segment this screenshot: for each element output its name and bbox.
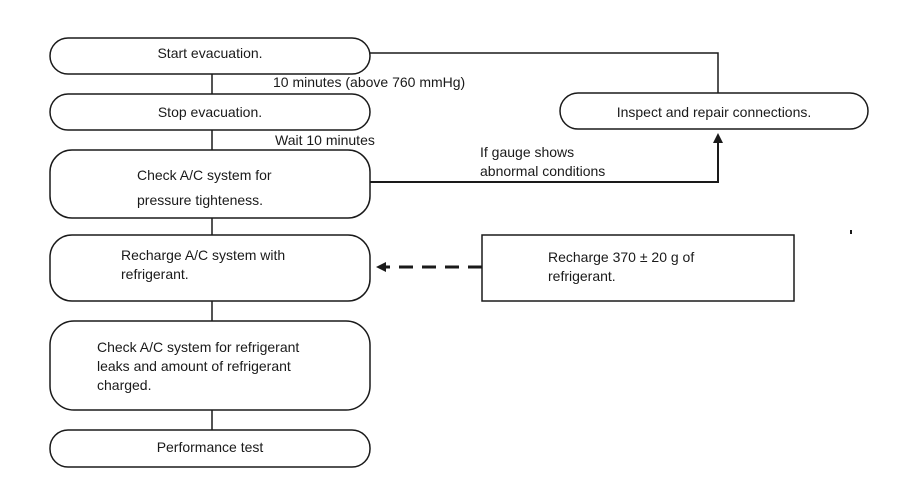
- evacuation-time-label: 10 minutes (above 760 mmHg): [273, 74, 466, 90]
- stop-evacuation-label: Stop evacuation.: [157, 104, 263, 120]
- box-start-evacuation: [49, 37, 371, 75]
- box-inspect-repair: [559, 92, 869, 130]
- box-stop-evacuation: [49, 93, 371, 131]
- abnormal-conditions-label: If gauge shows abnormal conditions: [480, 143, 605, 181]
- box-performance-test: [49, 429, 371, 468]
- recharge-line-1: Recharge A/C system with: [121, 247, 286, 263]
- recharge-amount-line-1: Recharge 370 ± 20 g of: [548, 249, 695, 265]
- check-leaks-label: Check A/C system for refrigerant leaks a…: [97, 338, 299, 395]
- arrow-abnormal-to-inspect: [370, 133, 723, 183]
- box-check-leaks: [49, 320, 371, 411]
- check-pressure-line-2: pressure tighteness.: [137, 192, 264, 208]
- box-check-pressure: [49, 149, 371, 219]
- check-leaks-line-3: charged.: [97, 377, 152, 393]
- performance-test-label: Performance test: [156, 439, 264, 455]
- start-evacuation-label: Start evacuation.: [157, 45, 263, 61]
- recharge-line-2: refrigerant.: [121, 266, 189, 282]
- check-leaks-line-1: Check A/C system for refrigerant: [97, 339, 300, 355]
- recharge-amount-note-label: Recharge 370 ± 20 g of refrigerant.: [548, 248, 694, 286]
- inspect-repair-label: Inspect and repair connections.: [616, 104, 812, 120]
- wait-label: Wait 10 minutes: [275, 132, 375, 148]
- abnormal-line-2: abnormal conditions: [480, 163, 606, 179]
- box-recharge-amount-note: [481, 234, 795, 302]
- check-leaks-line-2: leaks and amount of refrigerant: [97, 358, 291, 374]
- recharge-amount-line-2: refrigerant.: [548, 268, 616, 284]
- recharge-label: Recharge A/C system with refrigerant.: [121, 246, 285, 284]
- check-pressure-line-1: Check A/C system for: [137, 167, 272, 183]
- connector-inspect-to-start: [370, 52, 719, 93]
- stray-mark: [850, 230, 852, 234]
- box-recharge: [49, 234, 371, 302]
- abnormal-line-1: If gauge shows: [480, 144, 575, 160]
- check-pressure-label: Check A/C system for pressure tighteness…: [137, 163, 272, 213]
